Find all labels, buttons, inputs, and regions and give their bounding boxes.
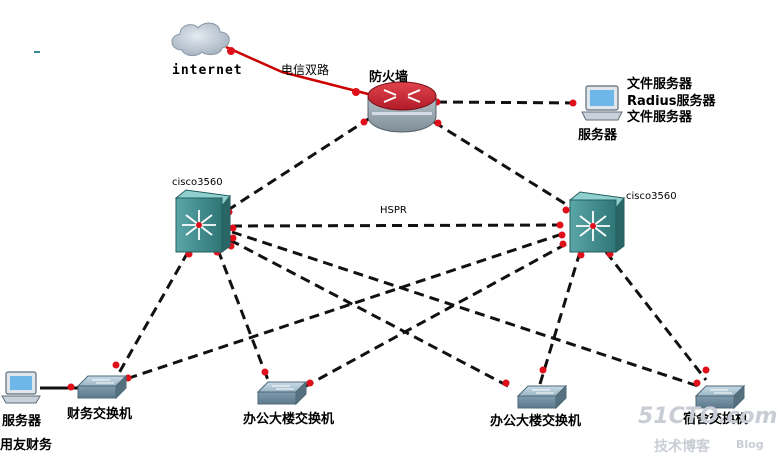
finance-switch-label: 财务交换机 xyxy=(67,407,133,422)
watermark-blog: Blog xyxy=(736,438,764,451)
link-core-left-office1 xyxy=(216,249,270,381)
office-switch-1-icon xyxy=(256,380,308,406)
watermark-tagline: 技术博客 xyxy=(654,439,710,455)
firewall-label: 防火墙 xyxy=(369,70,409,85)
internet-cloud-icon xyxy=(171,22,230,57)
hsrp-label: HSPR xyxy=(380,205,407,216)
link-core-left-office2 xyxy=(229,238,509,388)
finance-server-line1: 服务器 xyxy=(2,414,42,429)
server-top-line1: 文件服务器 xyxy=(627,77,693,92)
server-top-line3: 文件服务器 xyxy=(627,110,693,125)
watermark-brand: 51CTO.com xyxy=(638,404,778,429)
finance-switch-icon xyxy=(76,374,128,400)
internet-label: internet xyxy=(172,63,243,78)
core-switch-right-icon xyxy=(568,191,625,253)
link-core-left-finance xyxy=(113,251,190,381)
link-core-right-office2 xyxy=(538,251,582,385)
link-firewall-core-right xyxy=(433,120,573,210)
core-right-label: cisco3560 xyxy=(626,191,677,202)
finance-server-line2: 用友财务 xyxy=(0,438,53,453)
server-top-caption: 服务器 xyxy=(578,128,618,143)
office-switch-2-icon xyxy=(516,384,568,410)
core-left-label: cisco3560 xyxy=(172,177,223,188)
firewall-router-icon xyxy=(367,81,437,133)
dorm-switch-icon xyxy=(694,384,746,410)
stray-mark xyxy=(34,51,40,53)
office-switch-1-label: 办公大楼交换机 xyxy=(243,412,335,427)
isp-link-label: 电信双路 xyxy=(281,63,330,77)
dorm-switch-label: 宿舍交换机 xyxy=(683,412,749,427)
core-switch-left-icon xyxy=(174,189,231,253)
link-hsrp-core-core xyxy=(231,223,565,228)
server-top-line2: Radius服务器 xyxy=(627,94,716,109)
finance-server-pc-icon xyxy=(1,371,41,404)
server-pc-icon xyxy=(581,85,623,121)
link-firewall-core-left xyxy=(227,116,371,212)
links xyxy=(113,100,708,388)
link-core-right-office1 xyxy=(305,242,567,388)
link-core-left-dorm xyxy=(231,230,699,388)
office-switch-2-label: 办公大楼交换机 xyxy=(490,414,582,429)
link-firewall-server xyxy=(436,100,581,105)
link-core-right-finance xyxy=(125,232,563,381)
link-core-right-dorm xyxy=(604,251,708,381)
